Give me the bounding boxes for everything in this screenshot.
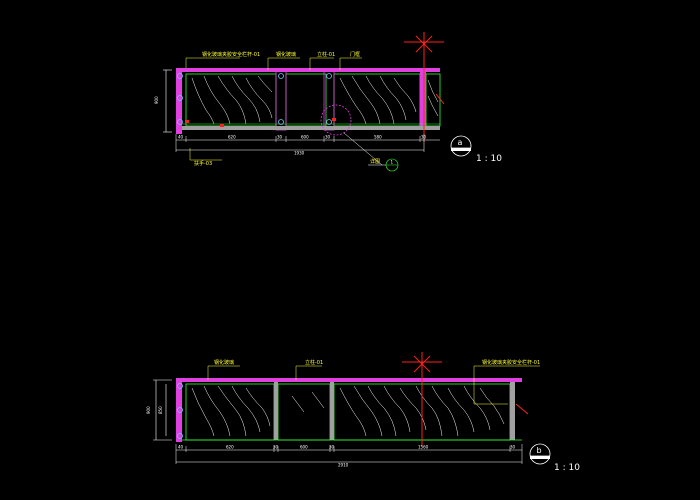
dim-a-0: 40: [178, 135, 184, 140]
elevation-a: 900: [154, 32, 502, 172]
section-scale-a: 1 : 10: [476, 154, 502, 164]
dim-b-3: 600: [300, 445, 308, 450]
overall-dim-a: 1930: [294, 151, 305, 156]
detail-callout-text-a: 详图: [370, 158, 380, 165]
dim-a-2: 30: [277, 135, 283, 140]
glass-pane-a2: [333, 73, 421, 127]
post-a1: [275, 69, 287, 131]
overall-dim-b: 2910: [338, 463, 349, 468]
dim-chain-a: [175, 134, 440, 152]
glass-pane-a3: [425, 73, 441, 127]
glass-hatch-b: [191, 385, 505, 437]
dim-a-1: 620: [228, 135, 236, 140]
dim-a-4: 30: [325, 135, 331, 140]
section-marker-letter-b: b: [537, 446, 542, 455]
top-rail-b: [176, 378, 522, 382]
detail-leader-a: [343, 132, 383, 166]
dim-a-6: 30: [421, 135, 427, 140]
glass-hatch-a: [191, 75, 439, 125]
top-rail-a: [176, 68, 440, 72]
break-line-a: [404, 32, 445, 142]
height-dim-text-a: 900: [154, 96, 159, 104]
post-a3: [420, 70, 426, 130]
label-a-1: 钢化玻璃: [276, 51, 296, 58]
dim-b-5: 1560: [418, 445, 429, 450]
door-opening-a: [285, 73, 327, 127]
dim-b-6: 30: [510, 445, 516, 450]
height-dim-text-b1: 900: [146, 406, 151, 414]
end-post-b: [176, 380, 182, 442]
section-marker-letter-a: a: [458, 138, 463, 147]
section-scale-b: 1 : 10: [554, 463, 580, 473]
label-b-1: 立柱-01: [305, 359, 323, 366]
section-marker-bar-b: [530, 456, 550, 459]
break-line-b: [402, 352, 529, 446]
label-b-2: 钢化玻璃夹胶安全栏杆-01: [482, 359, 540, 366]
glass-pane-b1: [185, 383, 275, 441]
dim-b-1: 620: [226, 445, 234, 450]
height-dim-text-b2: 850: [158, 406, 163, 414]
dim-b-2: 30: [273, 445, 279, 450]
leaders-a: 钢化玻璃夹胶安全栏杆-01 钢化玻璃 立柱-01 门框 扶手-03: [185, 51, 362, 167]
hinge-marks-a: [185, 118, 336, 127]
detail-circle-a: [320, 104, 352, 136]
detail-number-a: 1: [391, 160, 394, 165]
end-post-a: [176, 70, 182, 134]
leaders-b: 钢化玻璃 立柱-01 钢化玻璃夹胶安全栏杆-01: [207, 359, 540, 405]
dim-b-4: 30: [329, 445, 335, 450]
section-marker-a: [450, 135, 472, 157]
bottom-label-a: 扶手-03: [194, 160, 212, 167]
label-a-2: 立柱-01: [317, 51, 335, 58]
dim-chain-b: [175, 444, 523, 464]
post-b1: [274, 382, 278, 440]
label-a-0: 钢化玻璃夹胶安全栏杆-01: [202, 51, 260, 58]
label-a-3: 门框: [350, 51, 360, 58]
dim-a-5: 580: [374, 135, 382, 140]
dim-b-0: 40: [178, 445, 184, 450]
bottom-rail-a: [182, 126, 440, 130]
section-marker-b: [529, 443, 551, 465]
elevation-b: 900 850: [146, 352, 580, 473]
label-b-0: 钢化玻璃: [214, 359, 234, 366]
fixing-bolts-b: [177, 383, 183, 439]
post-b2: [330, 382, 334, 440]
post-b3: [510, 382, 515, 440]
dim-a-3: 600: [301, 135, 309, 140]
section-marker-bar-a: [451, 148, 471, 151]
fixing-bolts-a: [177, 73, 332, 125]
